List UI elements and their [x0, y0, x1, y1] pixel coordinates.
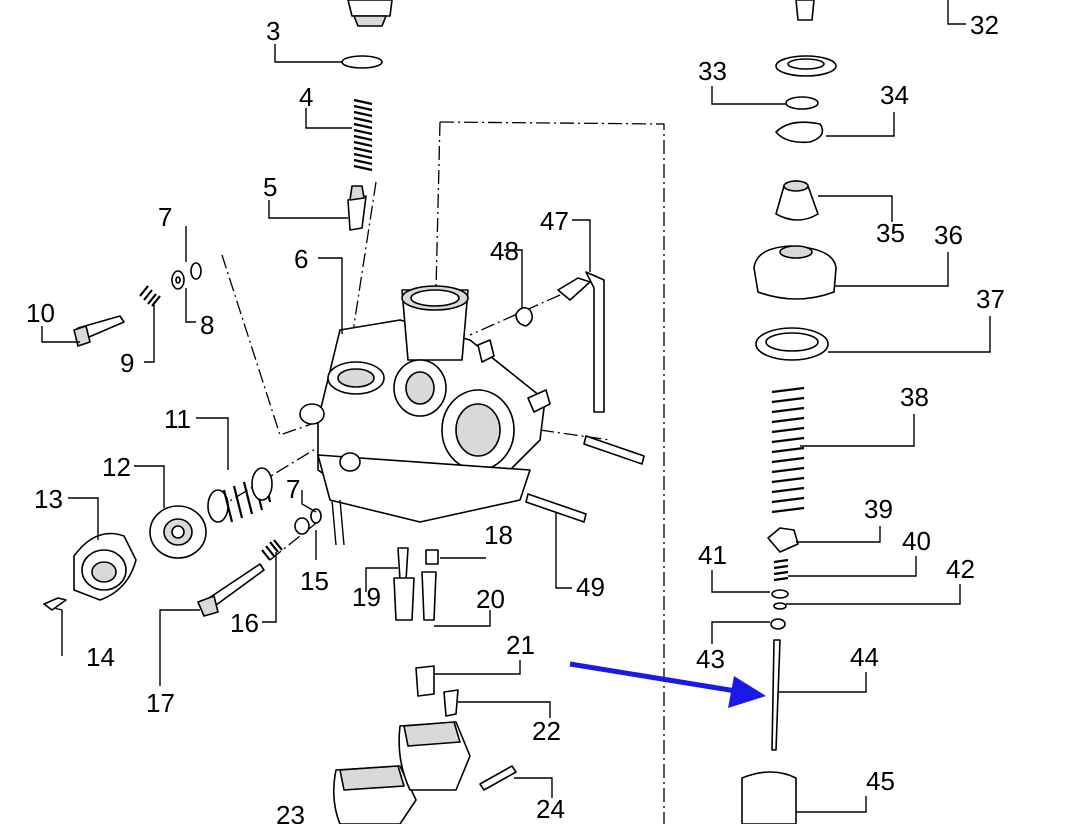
label-36: 36 — [934, 220, 963, 250]
label-8: 8 — [200, 310, 214, 340]
label-18: 18 — [484, 520, 513, 550]
label-41: 41 — [698, 540, 727, 570]
label-21: 21 — [506, 630, 535, 660]
label-38: 38 — [900, 382, 929, 412]
label-22: 22 — [532, 716, 561, 746]
label-20: 20 — [476, 584, 505, 614]
label-3: 3 — [266, 16, 280, 46]
label-37: 37 — [976, 284, 1005, 314]
label-43: 43 — [696, 644, 725, 674]
label-4: 4 — [299, 82, 313, 112]
label-35: 35 — [876, 218, 905, 248]
label-47: 47 — [540, 206, 569, 236]
label-7-top: 7 — [158, 202, 172, 232]
label-6: 6 — [294, 244, 308, 274]
label-24: 24 — [536, 794, 565, 824]
parts-right — [741, 0, 837, 824]
parts-left — [43, 0, 645, 824]
label-5: 5 — [263, 172, 277, 202]
label-42: 42 — [946, 554, 975, 584]
label-9: 9 — [120, 348, 134, 378]
label-11: 11 — [164, 404, 191, 434]
label-40: 40 — [902, 526, 931, 556]
label-34: 34 — [880, 80, 909, 110]
label-17: 17 — [146, 688, 175, 718]
label-32: 32 — [970, 10, 999, 40]
label-45: 45 — [866, 766, 895, 796]
label-16: 16 — [230, 608, 259, 638]
part-number-labels: 3 4 5 6 7 8 9 10 11 12 13 14 15 16 17 7 … — [26, 10, 1005, 824]
label-7-bottom: 7 — [286, 474, 300, 504]
label-33: 33 — [698, 56, 727, 86]
label-15: 15 — [300, 566, 329, 596]
label-19: 19 — [352, 582, 381, 612]
label-48: 48 — [490, 236, 519, 266]
carburetor-body — [299, 285, 551, 546]
label-13: 13 — [34, 484, 63, 514]
label-49: 49 — [576, 572, 605, 602]
leader-lines — [41, 0, 991, 813]
label-23: 23 — [276, 800, 305, 824]
label-12: 12 — [102, 452, 131, 482]
label-39: 39 — [864, 494, 893, 524]
label-14: 14 — [86, 642, 115, 672]
label-44: 44 — [850, 642, 879, 672]
highlight-arrow — [569, 661, 766, 708]
label-10: 10 — [26, 298, 55, 328]
